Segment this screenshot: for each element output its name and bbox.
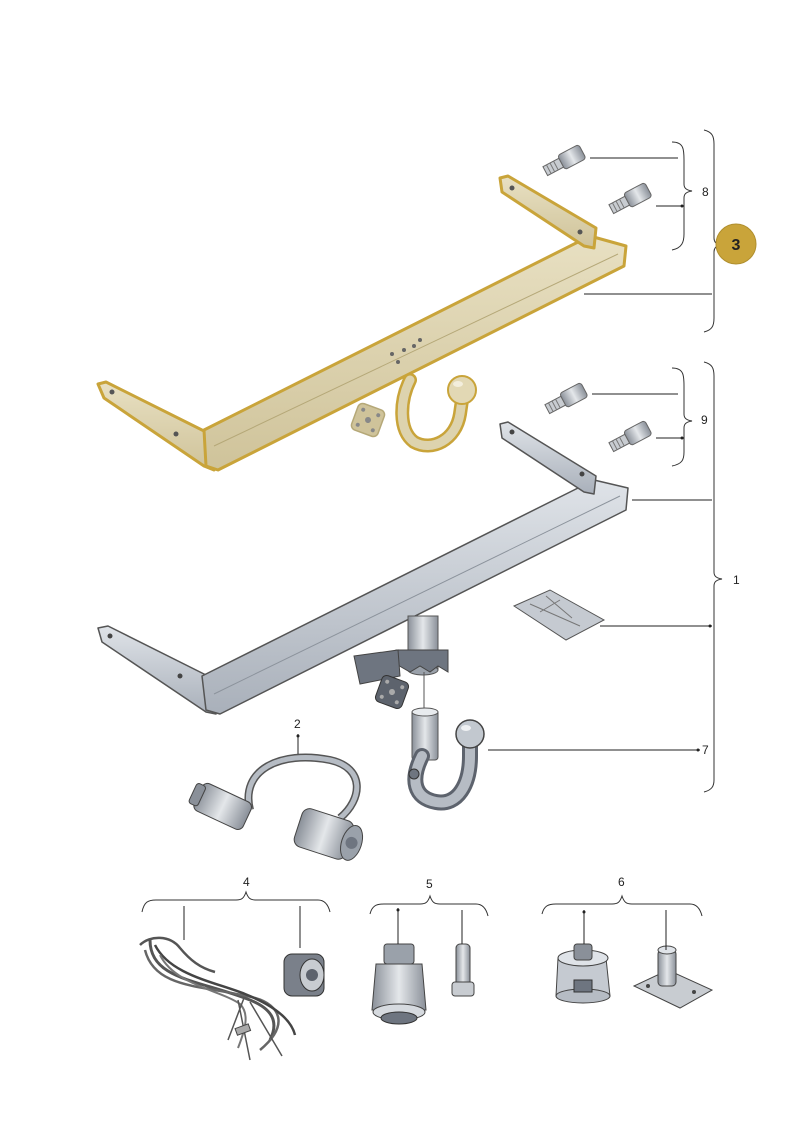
highlight-badge-3[interactable]: 3: [715, 223, 757, 265]
bolt-lower-9[interactable]: [608, 420, 653, 454]
mounting-base[interactable]: [632, 945, 714, 1009]
callout-3: 3: [732, 237, 741, 254]
callout-6: 6: [618, 875, 625, 889]
connector-pin[interactable]: [451, 943, 475, 997]
small-parts-bag[interactable]: [512, 589, 606, 641]
callout-7: 7: [702, 743, 709, 757]
leader-lines: [141, 129, 723, 950]
bolt-upper-9[interactable]: [544, 382, 589, 416]
bolt-lower[interactable]: [608, 182, 653, 216]
callout-4: 4: [243, 875, 250, 889]
wiring-harness[interactable]: [139, 936, 297, 1061]
callout-8: 8: [702, 185, 709, 199]
connector-plug[interactable]: [371, 943, 427, 1025]
callout-9: 9: [701, 413, 708, 427]
callout-2: 2: [294, 717, 301, 731]
connector-socket[interactable]: [283, 953, 325, 997]
callout-5: 5: [426, 877, 433, 891]
adapter-cable[interactable]: [186, 753, 367, 865]
highlighted-tow-bar[interactable]: [96, 174, 628, 472]
ball-hook[interactable]: [407, 707, 485, 811]
callout-1: 1: [733, 573, 740, 587]
bolt-upper[interactable]: [542, 144, 587, 178]
tow-bar-assembly[interactable]: [97, 421, 629, 715]
protective-cap[interactable]: [555, 943, 611, 1004]
